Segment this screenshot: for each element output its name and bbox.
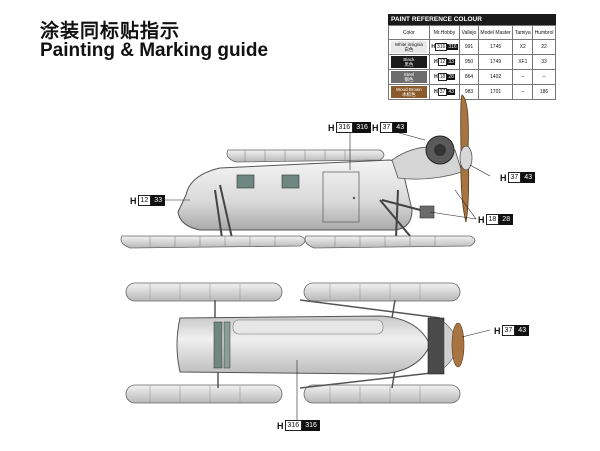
code-number: 316 <box>335 122 354 133</box>
h-prefix: H <box>434 74 438 80</box>
h-prefix: H <box>328 122 335 133</box>
tamiya-cell: – <box>512 84 534 100</box>
color-name: White insignia <box>394 42 423 47</box>
column-header: Color <box>388 25 430 40</box>
color-name: Black <box>403 57 415 62</box>
code-value: 43 <box>515 325 530 336</box>
code-value: 33 <box>447 59 455 65</box>
color-name: Wood Brown <box>396 87 422 92</box>
top-ski-front-left <box>125 282 283 302</box>
color-name: Steel <box>403 72 414 77</box>
code-value: 316 <box>353 122 371 133</box>
callout-side-ski: H 12 33 <box>130 195 166 206</box>
table-header-row: Color Mr.Hobby Vallejo Model Master Tami… <box>388 25 556 40</box>
code-number: 316 <box>284 420 303 431</box>
callout-top-propeller: H 37 43 <box>494 325 530 336</box>
color-name-cn: 黑色 <box>404 62 414 67</box>
top-ski-rear-left <box>303 282 461 302</box>
code-number: 37 <box>437 88 448 96</box>
h-prefix: H <box>434 89 438 95</box>
callout-side-body: H 316 316 <box>328 122 371 133</box>
h-prefix: H <box>494 325 501 336</box>
top-view <box>125 282 491 420</box>
paint-table-grid: Color Mr.Hobby Vallejo Model Master Tami… <box>388 25 556 100</box>
code-number: 12 <box>437 58 448 66</box>
code-value: 28 <box>499 214 514 225</box>
vallejo-cell: 983 <box>459 84 479 100</box>
h-prefix: H <box>500 172 507 183</box>
code-number: 18 <box>437 73 448 81</box>
callout-top-body: H 316 316 <box>277 420 320 431</box>
top-propeller <box>451 322 465 368</box>
color-name-cn: 钢色 <box>404 77 414 82</box>
code-number: 316 <box>434 43 448 51</box>
side-body <box>177 159 413 231</box>
page-title: Painting & Marking guide <box>40 40 269 61</box>
code-number: 37 <box>379 122 394 133</box>
callout-side-propeller: H 37 43 <box>372 122 408 133</box>
top-ski-rear-right <box>303 384 461 404</box>
code-value: 43 <box>393 122 408 133</box>
side-far-ski <box>226 149 385 163</box>
callout-side-spinner: H 37 43 <box>500 172 536 183</box>
model-master-cell: 1749 <box>477 54 514 70</box>
page-title-chinese: 涂装同标贴指示 <box>40 20 181 42</box>
code-value: 43 <box>447 89 455 95</box>
code-number: 37 <box>501 325 516 336</box>
top-rail <box>232 319 384 335</box>
h-prefix: H <box>478 214 485 225</box>
side-front-ski <box>120 235 306 249</box>
humbrol-cell: 186 <box>532 84 556 100</box>
h-prefix: H <box>431 44 435 50</box>
side-window <box>281 174 300 189</box>
h-prefix: H <box>372 122 379 133</box>
side-door <box>322 171 360 223</box>
h-prefix: H <box>434 59 438 65</box>
code-value: 43 <box>521 172 536 183</box>
side-view <box>120 94 491 249</box>
code-number: 18 <box>485 214 500 225</box>
side-rear-ski <box>304 235 476 249</box>
color-name-cn: 木棕色 <box>402 92 416 97</box>
model-master-cell: 1701 <box>477 84 514 100</box>
code-number: 12 <box>137 195 152 206</box>
color-name-cn: 白色 <box>404 47 414 52</box>
h-prefix: H <box>130 195 137 206</box>
code-number: 37 <box>507 172 522 183</box>
top-ski-front-right <box>125 384 283 404</box>
paint-table-title: PAINT REFERENCE COLOUR <box>388 14 556 25</box>
side-window <box>236 174 255 189</box>
code-value: 33 <box>151 195 166 206</box>
humbrol-cell: 33 <box>532 54 556 70</box>
paint-reference-table: PAINT REFERENCE COLOUR Color Mr.Hobby Va… <box>388 14 556 100</box>
top-engine <box>427 317 445 375</box>
code-value: 316 <box>302 420 320 431</box>
callout-side-engine: H 18 28 <box>478 214 514 225</box>
side-engine-part <box>419 205 435 219</box>
code-value: 316 <box>447 44 458 50</box>
top-window <box>213 321 223 369</box>
side-spinner <box>459 145 473 171</box>
code-value: 28 <box>447 74 455 80</box>
h-prefix: H <box>277 420 284 431</box>
